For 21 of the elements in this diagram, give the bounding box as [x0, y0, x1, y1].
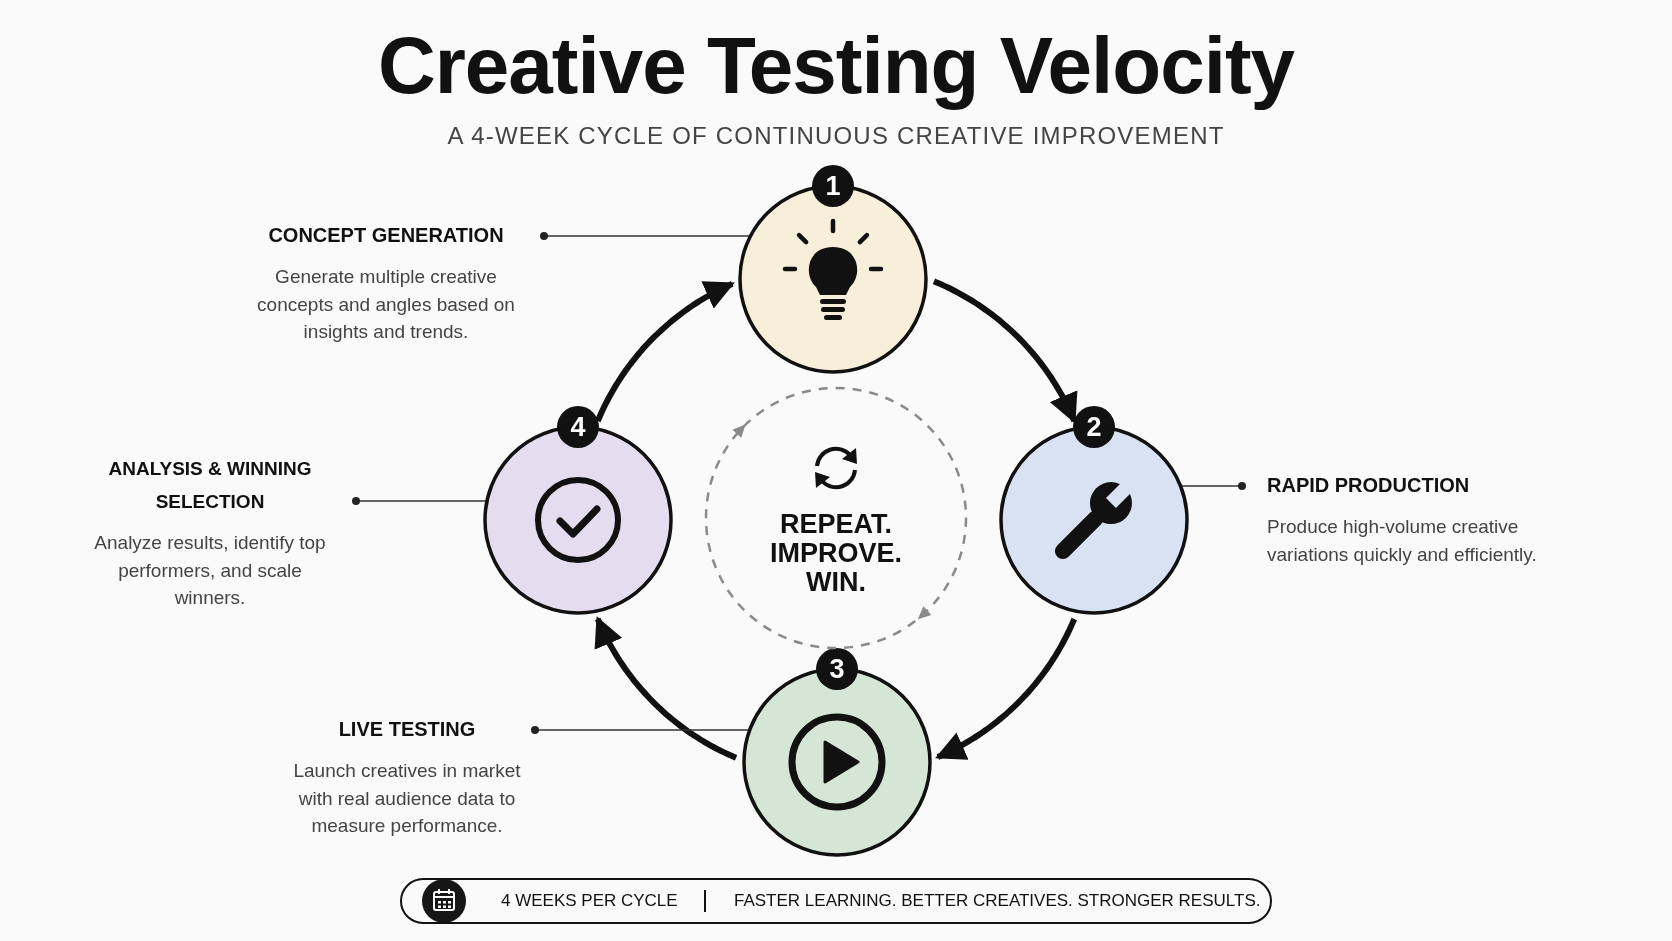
step-title: RAPID PRODUCTION: [1267, 473, 1471, 498]
step-description: Generate multiple creative concepts and angles based on insights and trends.: [256, 265, 516, 344]
cycle-arrow: [935, 616, 1077, 760]
center-slogan: REPEAT. IMPROVE. WIN.: [769, 510, 903, 597]
footer-bar: [400, 878, 1272, 924]
step-description: Analyze results, identify top performers, and scale winners.: [93, 531, 327, 610]
step-description: Produce high-volume creative variations quickly and efficiently.: [1267, 515, 1538, 567]
step-description: Launch creatives in market with real audience data to measure performance.: [292, 759, 522, 838]
cycle-arrow: [594, 616, 739, 761]
step-number-badge: 3: [816, 648, 858, 690]
cycle-arrow: [595, 281, 735, 424]
step-title: CONCEPT GENERATION: [267, 223, 505, 248]
subtitle: A 4-WEEK CYCLE OF CONTINUOUS CREATIVE IMPROVEMENT: [446, 121, 1226, 151]
step-number-badge: 1: [812, 165, 854, 207]
cycle-arrow: [931, 278, 1078, 424]
footer-text: FASTER LEARNING. BETTER CREATIVES. STRONGER RESULTS.: [734, 890, 1261, 912]
step-title: LIVE TESTING: [337, 717, 477, 742]
footer-text: 4 WEEKS PER CYCLE: [501, 890, 678, 912]
step-title: ANALYSIS & WINNING SELECTION: [107, 457, 313, 514]
step-number-badge: 4: [557, 406, 599, 448]
title: Creative Testing Velocity: [376, 20, 1296, 112]
